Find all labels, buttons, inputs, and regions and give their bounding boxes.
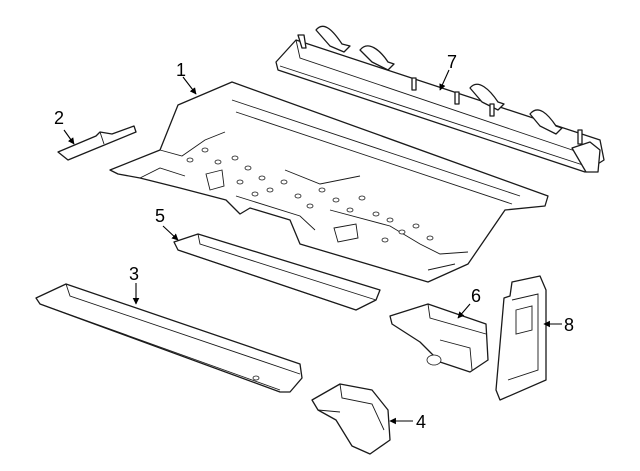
callout-6: 6 xyxy=(471,286,481,306)
callout-3: 3 xyxy=(129,264,139,284)
callout-1: 1 xyxy=(176,60,186,80)
leader-lines xyxy=(63,69,562,425)
part-7-rear-crossmember[interactable] xyxy=(275,25,605,173)
floor-holes xyxy=(186,147,434,243)
callout-8: 8 xyxy=(564,315,574,335)
part-1-floor-pan[interactable] xyxy=(109,81,549,283)
callout-4: 4 xyxy=(416,412,426,432)
part-5-channel[interactable] xyxy=(173,233,381,311)
part-3-sill[interactable] xyxy=(35,283,303,393)
callouts: 1 2 3 4 5 6 7 8 xyxy=(54,52,574,432)
part-6-support[interactable] xyxy=(389,303,489,373)
callout-7: 7 xyxy=(447,52,457,72)
part-8-side-panel[interactable] xyxy=(495,275,547,401)
callout-2: 2 xyxy=(54,108,64,128)
part-2-bracket[interactable] xyxy=(57,125,137,161)
part-4-bracket[interactable] xyxy=(311,383,391,455)
callout-5: 5 xyxy=(155,206,165,226)
